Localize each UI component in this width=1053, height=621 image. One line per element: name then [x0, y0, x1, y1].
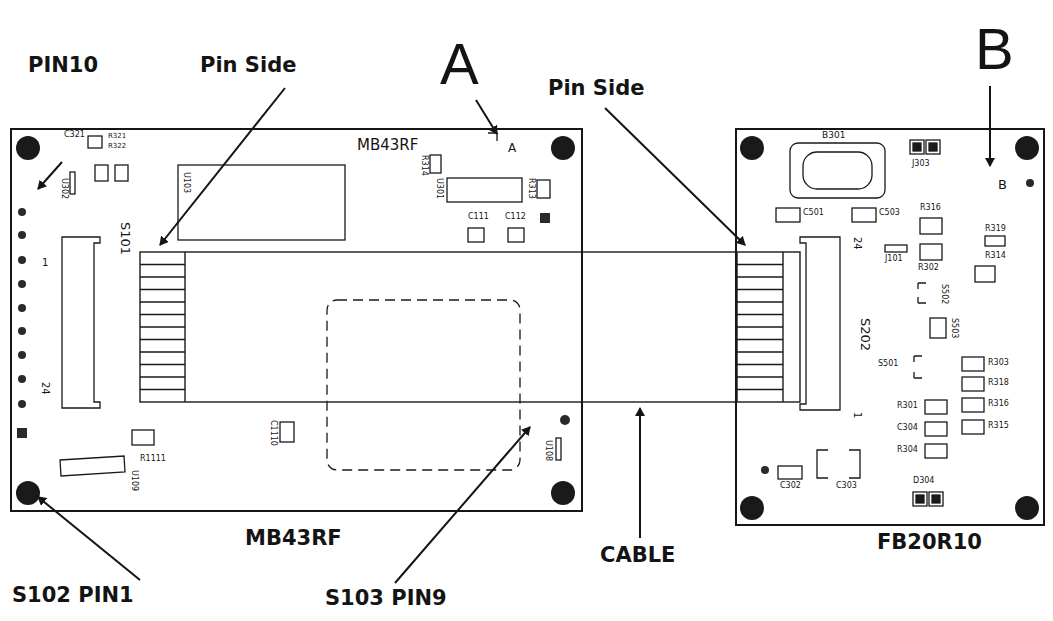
part-label: C111: [468, 213, 489, 221]
part-callout: CABLE: [600, 545, 675, 566]
part-label: R322: [108, 143, 126, 150]
leader-arrow: [38, 86, 990, 583]
part-label: C302: [780, 482, 801, 490]
part-label: C304: [897, 424, 918, 432]
mounting-hole: [16, 136, 1039, 520]
part-label: C501: [803, 209, 824, 217]
part-label: C303: [836, 482, 857, 490]
part-label: U301: [435, 178, 443, 199]
part-label: S503: [950, 318, 958, 338]
part-label: C112: [505, 213, 526, 221]
component-outline: [776, 143, 1005, 479]
part-label: R314: [420, 155, 428, 176]
flat-cable: [140, 252, 800, 402]
part-label: R314: [985, 252, 1006, 260]
part-label: R316: [920, 204, 941, 212]
callout-letter: B: [975, 20, 1014, 78]
part-label: S502: [940, 284, 948, 304]
pin-number: 1: [42, 258, 48, 268]
header-pin: [17, 179, 1034, 474]
part-label: U108: [544, 440, 552, 461]
part-label: C321: [64, 131, 85, 139]
part-label: U103: [182, 172, 190, 193]
board-name: MB43RF: [245, 528, 342, 549]
board-mark: B: [998, 178, 1007, 191]
board-name: FB20R10: [877, 532, 982, 553]
part-label: S501: [878, 360, 898, 368]
part-label: R321: [108, 133, 126, 140]
part-label: R1111: [140, 455, 166, 463]
connector-label: S101: [119, 222, 132, 255]
part-label: R319: [985, 225, 1006, 233]
callout-letter: A: [440, 35, 479, 93]
part-label: C1110: [269, 420, 277, 446]
part-label: J303: [912, 160, 930, 168]
part-label: J101: [885, 255, 903, 263]
pin-callout: PIN10: [28, 55, 98, 76]
part-label: R315: [988, 422, 1009, 430]
part-label: R303: [988, 359, 1009, 367]
part-label: R304: [897, 446, 918, 454]
component-outline: [60, 133, 561, 476]
pin-callout: Pin Side: [200, 55, 296, 76]
part-label: R313: [527, 178, 535, 199]
pin-number: 24: [40, 382, 50, 395]
part-label: U302: [60, 178, 68, 199]
board-name: MB43RF: [357, 138, 418, 153]
part-label: C503: [879, 209, 900, 217]
part-label: R302: [918, 264, 939, 272]
pin-callout: S102 PIN1: [12, 585, 134, 606]
circuit-board: MB43RFMB43RF: [10, 128, 583, 512]
part-label: B301: [822, 131, 845, 140]
pin-number: 24: [852, 237, 862, 250]
connector-label: S202: [859, 318, 872, 351]
part-label: R318: [988, 379, 1009, 387]
part-label: D304: [913, 477, 934, 485]
part-label: R301: [897, 402, 918, 410]
pin-number: 1: [852, 412, 862, 418]
part-label: R316: [988, 400, 1009, 408]
pin-callout: S103 PIN9: [325, 588, 447, 609]
board-mark: A: [508, 142, 516, 154]
pin-callout: Pin Side: [548, 78, 644, 99]
part-label: U109: [130, 470, 138, 491]
